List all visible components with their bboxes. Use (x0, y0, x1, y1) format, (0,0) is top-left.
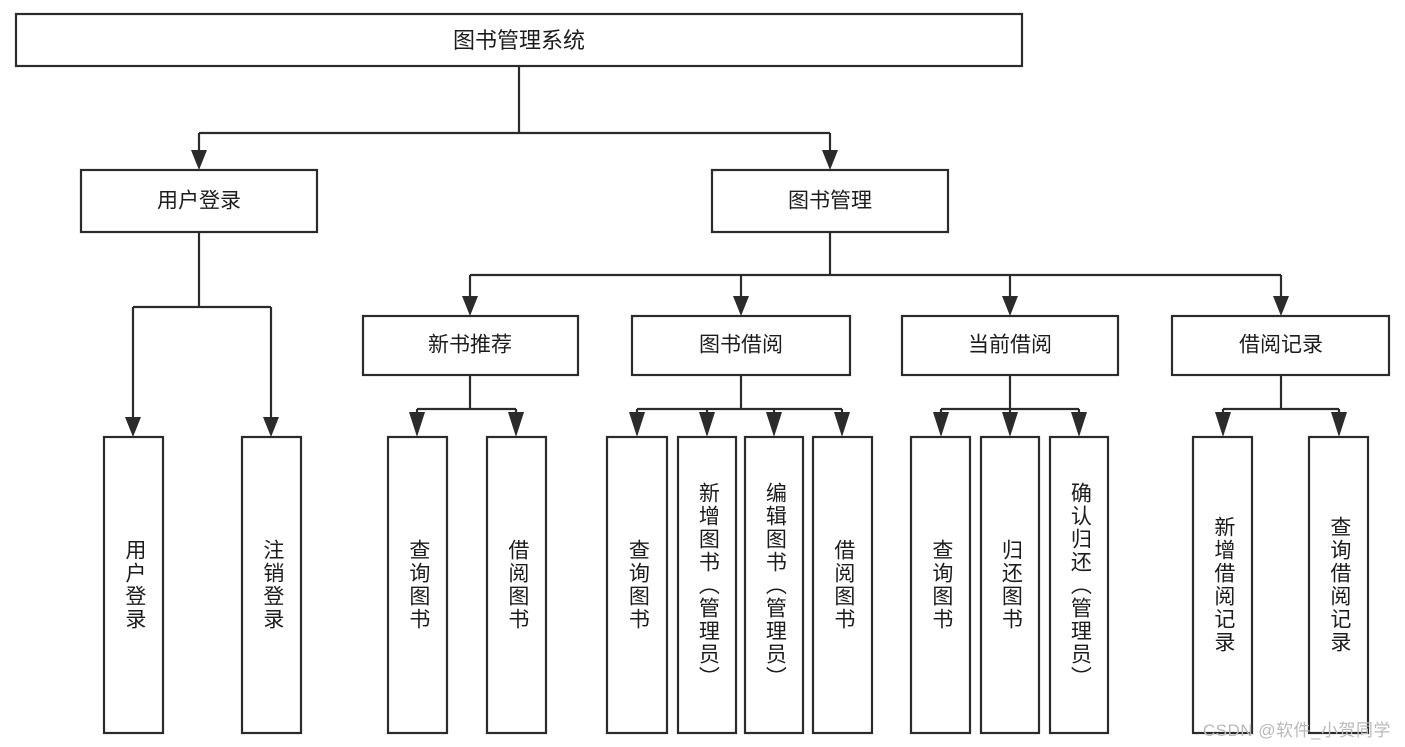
leaf-boxes-book-borrow (605, 435, 874, 735)
node-root[interactable]: 图书管理系统 (14, 12, 1024, 68)
arrowhead-book-borrow (733, 296, 749, 316)
leaf-boxes-new-book-recommend (386, 435, 548, 735)
arrowhead-br-leaf-1 (1215, 412, 1231, 437)
node-new-book-recommend-label: 新书推荐 (428, 334, 512, 357)
arrowhead-user-login (191, 150, 207, 170)
leaf-box-edit-book-admin[interactable] (743, 435, 805, 735)
node-borrow-record[interactable]: 借阅记录 (1170, 314, 1391, 377)
node-current-borrow[interactable]: 当前借阅 (900, 314, 1120, 377)
leaf-box-add-borrow-record[interactable] (1191, 435, 1254, 735)
node-user-login[interactable]: 用户登录 (79, 168, 319, 234)
arrowhead-nb-leaf-1 (409, 412, 425, 437)
arrowhead-new-book (462, 296, 478, 316)
connector-layer (125, 66, 1347, 437)
leaf-box-user-login[interactable] (102, 435, 165, 735)
leaf-boxes-borrow-record (1191, 435, 1370, 735)
node-book-borrow[interactable]: 图书借阅 (630, 314, 852, 377)
leaf-box-query-book-bb[interactable] (605, 435, 669, 735)
node-user-login-label: 用户登录 (157, 190, 241, 213)
node-book-borrow-label: 图书借阅 (699, 334, 783, 357)
arrowhead-cb-leaf-3 (1071, 412, 1087, 437)
leaf-box-add-book-admin[interactable] (676, 435, 738, 735)
node-new-book-recommend-box[interactable] (361, 314, 580, 377)
arrowhead-bb-leaf-2 (699, 412, 715, 437)
arrowhead-borrow-record (1273, 296, 1289, 316)
node-book-management[interactable]: 图书管理 (710, 168, 950, 234)
node-layer: 图书管理系统 用户登录 图书管理 新书推荐 图书借阅 当前 (14, 12, 1391, 735)
arrowhead-book-mgmt (822, 150, 838, 170)
arrowhead-leaf-logout (263, 417, 279, 437)
node-root-label: 图书管理系统 (453, 28, 585, 53)
arrowhead-cb-leaf-1 (933, 412, 949, 437)
leaf-box-query-borrow-record[interactable] (1307, 435, 1370, 735)
node-current-borrow-box[interactable] (900, 314, 1120, 377)
leaf-box-logout[interactable] (240, 435, 303, 735)
arrowhead-current-borrow (1002, 296, 1018, 316)
node-book-management-label: 图书管理 (788, 190, 872, 213)
node-root-box[interactable] (14, 12, 1024, 68)
csdn-watermark: CSDN @软件_小贺同学 (1202, 721, 1391, 740)
leaf-box-query-book-cb[interactable] (909, 435, 972, 735)
leaf-box-query-book-nb[interactable] (386, 435, 449, 735)
leaf-box-borrow-book-nb[interactable] (485, 435, 548, 735)
node-user-login-box[interactable] (79, 168, 319, 234)
leaf-boxes-user-login (102, 435, 303, 735)
arrowhead-cb-leaf-2 (1002, 412, 1018, 437)
node-new-book-recommend[interactable]: 新书推荐 (361, 314, 580, 377)
node-book-borrow-box[interactable] (630, 314, 852, 377)
leaf-boxes-current-borrow (909, 435, 1110, 735)
node-current-borrow-label: 当前借阅 (968, 334, 1052, 357)
leaf-box-confirm-return-admin[interactable] (1048, 435, 1110, 735)
arrowhead-bb-leaf-3 (766, 412, 782, 437)
node-book-management-box[interactable] (710, 168, 950, 234)
node-borrow-record-box[interactable] (1170, 314, 1391, 377)
arrowhead-leaf-user-login (125, 417, 141, 437)
arrowhead-nb-leaf-2 (508, 412, 524, 437)
node-borrow-record-label: 借阅记录 (1239, 334, 1323, 357)
leaf-box-return-book[interactable] (979, 435, 1041, 735)
leaf-box-borrow-book-bb[interactable] (811, 435, 874, 735)
arrowhead-bb-leaf-4 (834, 412, 850, 437)
arrowhead-bb-leaf-1 (629, 412, 645, 437)
arrowhead-br-leaf-2 (1331, 412, 1347, 437)
